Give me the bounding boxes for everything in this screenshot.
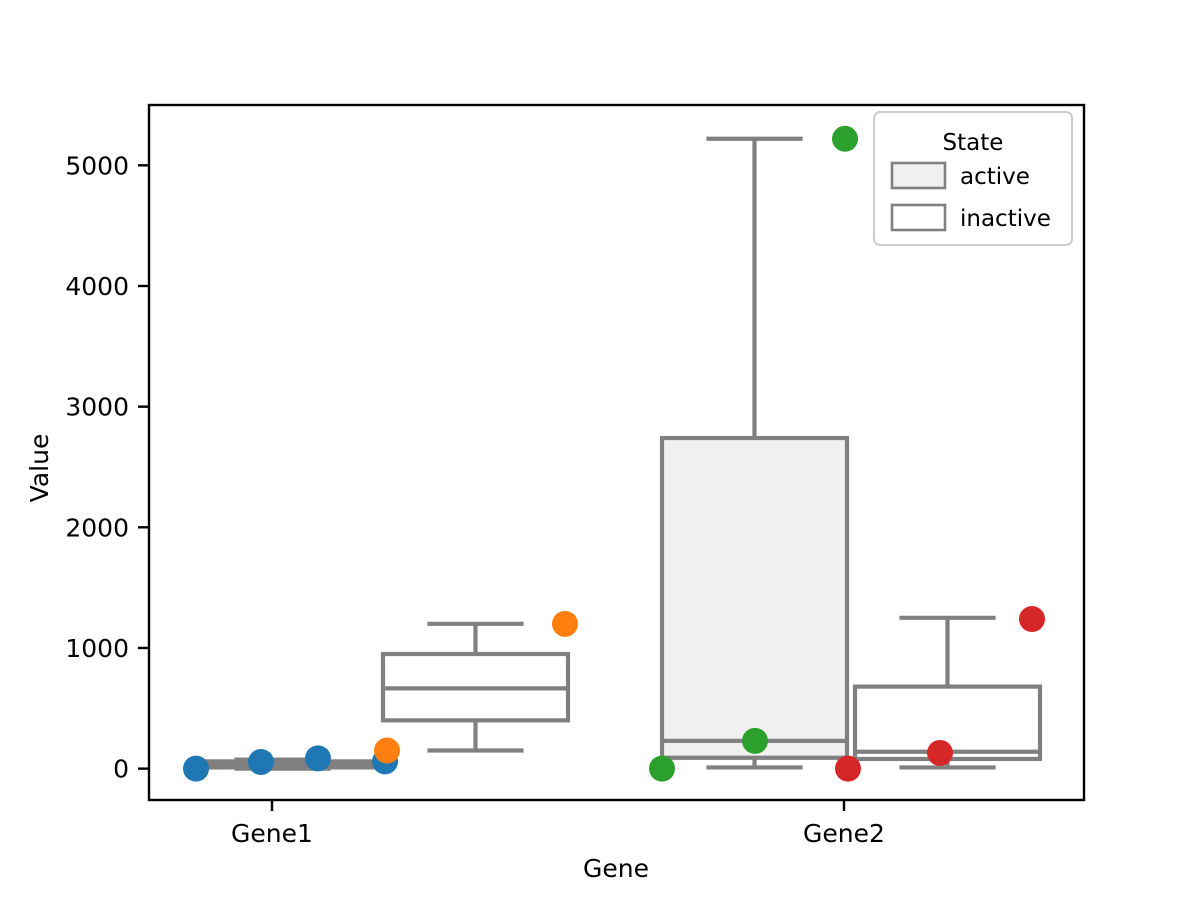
x-tick-label: Gene1 xyxy=(231,819,313,848)
scatter-point xyxy=(649,755,675,782)
box-gene1-active xyxy=(187,757,378,771)
legend-title: State xyxy=(943,130,1004,156)
legend-label-inactive: inactive xyxy=(960,206,1051,232)
legend-swatch-active xyxy=(890,161,947,190)
box-group xyxy=(187,136,1043,771)
y-axis-tick-labels: 0 1000 2000 3000 4000 5000 xyxy=(65,151,129,783)
y-tick-label: 3000 xyxy=(65,393,129,422)
scatter-point xyxy=(832,125,858,152)
y-tick-label: 4000 xyxy=(65,272,129,301)
y-tick-label: 1000 xyxy=(65,634,129,663)
box-gene2-active xyxy=(659,136,850,770)
legend-item-inactive[interactable]: inactive xyxy=(890,203,1051,232)
y-axis-label: Value xyxy=(25,434,54,503)
scatter-series-gene2-inactive xyxy=(835,606,1045,782)
scatter-overlay xyxy=(183,125,1045,782)
scatter-series-gene1-inactive xyxy=(374,610,578,764)
y-axis-ticks xyxy=(138,164,149,770)
scatter-point xyxy=(552,610,578,637)
scatter-point xyxy=(305,745,331,772)
axes-spines xyxy=(147,103,1086,802)
scatter-point xyxy=(248,748,274,775)
legend-item-active[interactable]: active xyxy=(890,161,1030,190)
scatter-point xyxy=(835,755,861,782)
scatter-point xyxy=(1019,606,1045,633)
x-axis-ticks xyxy=(270,800,846,811)
legend[interactable]: State active inactive xyxy=(873,111,1073,246)
scatter-point xyxy=(183,755,209,782)
legend-entries[interactable]: active inactive xyxy=(890,161,1051,232)
x-axis-label: Gene xyxy=(583,854,649,883)
legend-label-active: active xyxy=(960,164,1030,190)
legend-swatch-inactive xyxy=(890,203,947,232)
x-axis-tick-labels: Gene1 Gene2 xyxy=(231,819,885,848)
y-tick-label: 5000 xyxy=(65,151,129,180)
y-tick-label: 0 xyxy=(113,755,129,784)
y-tick-label: 2000 xyxy=(65,513,129,542)
box-gene1-inactive xyxy=(380,621,571,753)
scatter-series-gene2-active xyxy=(649,125,858,782)
scatter-point xyxy=(374,737,400,764)
scatter-point xyxy=(742,727,768,754)
box-rect xyxy=(659,435,850,760)
scatter-point xyxy=(927,739,953,766)
x-tick-label: Gene2 xyxy=(803,819,885,848)
